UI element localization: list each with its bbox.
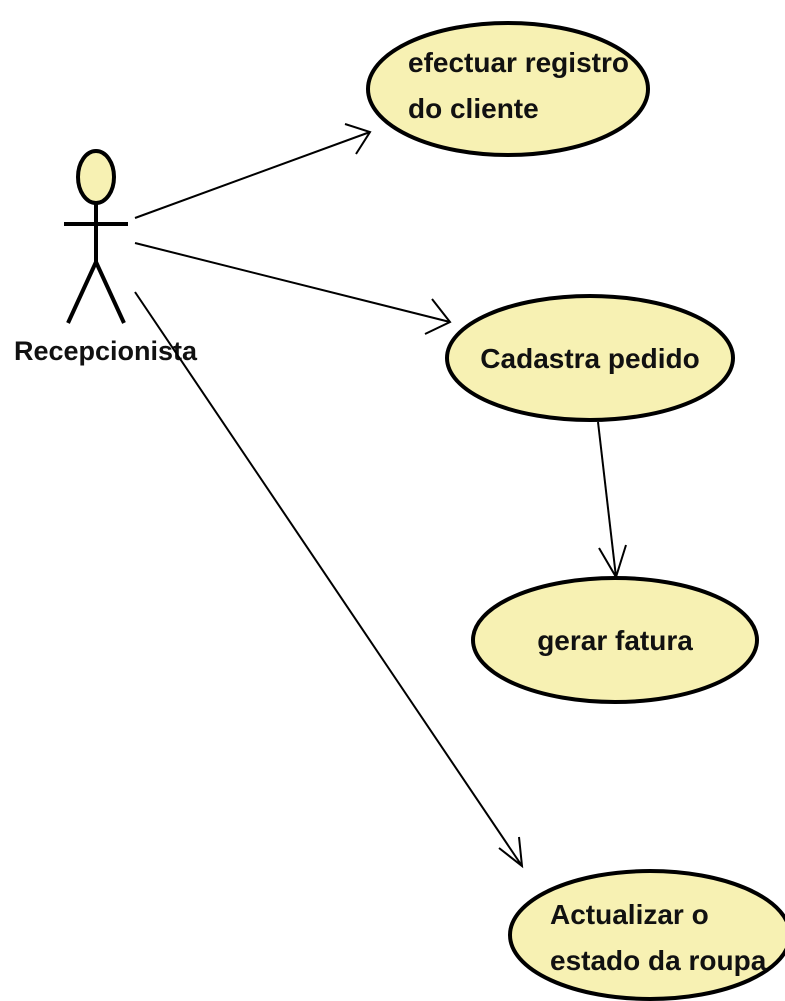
association-arrow-pedido xyxy=(134,242,452,335)
use-case-roupa-line2: estado da roupa xyxy=(550,945,767,976)
association-arrow-registro xyxy=(134,123,372,219)
actor-label: Recepcionista xyxy=(14,336,198,366)
use-case-fatura[interactable]: gerar fatura xyxy=(471,576,759,704)
use-case-fatura-label: gerar fatura xyxy=(537,625,693,656)
use-case-pedido[interactable]: Cadastra pedido xyxy=(445,294,735,422)
use-case-pedido-label: Cadastra pedido xyxy=(480,343,699,374)
use-case-roupa[interactable]: Actualizar o estado da roupa xyxy=(508,869,785,1001)
use-case-registro-line1: efectuar registro xyxy=(408,47,629,78)
use-case-registro[interactable]: efectuar registro do cliente xyxy=(366,21,650,157)
use-case-registro-line2: do cliente xyxy=(408,93,539,124)
association-arrow-roupa xyxy=(134,291,524,869)
use-case-roupa-line1: Actualizar o xyxy=(550,899,709,930)
stick-figure-actor-icon xyxy=(64,149,128,324)
actor-recepcionista[interactable]: Recepcionista xyxy=(14,149,198,366)
association-arrow-fatura xyxy=(597,421,627,580)
